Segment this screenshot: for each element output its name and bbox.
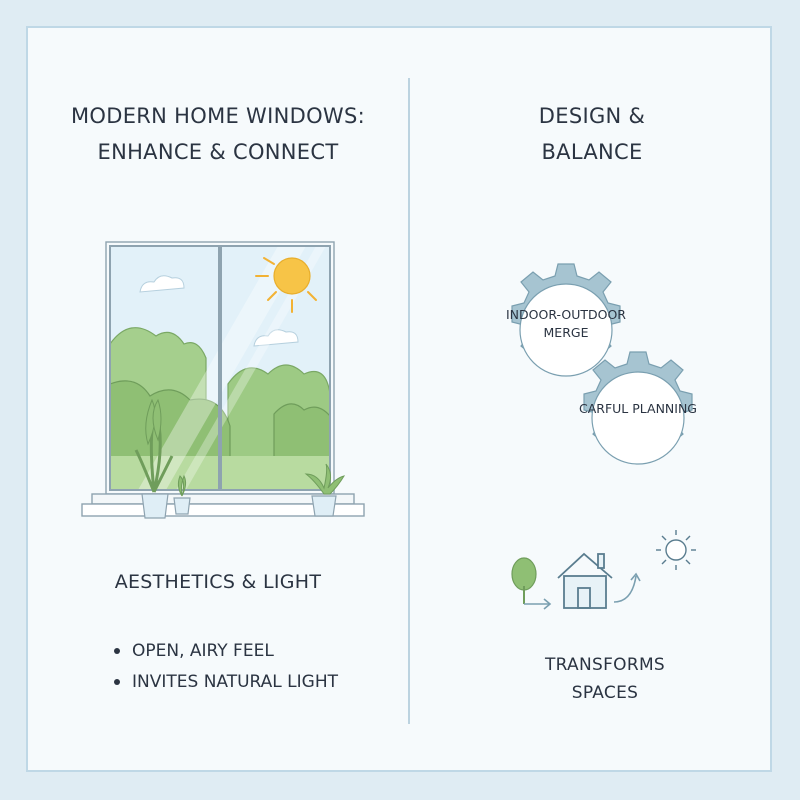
right-title-line2: BALANCE xyxy=(541,140,643,164)
gear-top-line1: INDOOR-OUTDOOR xyxy=(506,307,626,322)
house-flow-illustration xyxy=(511,530,696,610)
plant-pot-icon xyxy=(304,463,346,517)
cloud-icon xyxy=(139,275,299,347)
infographic-panel: MODERN HOME WINDOWS: ENHANCE & CONNECT D… xyxy=(26,26,772,772)
caption-line1: TRANSFORMS xyxy=(544,655,666,675)
gear-top-label: INDOOR-OUTDOOR MERGE xyxy=(494,306,638,342)
gear-top-line2: MERGE xyxy=(543,325,589,340)
plant-pot-icon xyxy=(173,474,191,515)
gear-icon xyxy=(583,351,693,465)
left-title-line2: ENHANCE & CONNECT xyxy=(97,140,339,164)
gear-icon xyxy=(511,263,621,377)
sun-icon xyxy=(656,530,696,570)
gear-bottom-label: CARFUL PLANNING xyxy=(578,401,697,416)
feature-bullet-list: OPEN, AIRY FEEL INVITES NATURAL LIGHT xyxy=(114,636,338,698)
column-divider xyxy=(408,78,410,724)
plant-pot-icon xyxy=(134,398,174,519)
arrow-icon xyxy=(524,598,552,610)
bullet-item: OPEN, AIRY FEEL xyxy=(114,636,338,667)
arrow-icon xyxy=(613,572,641,603)
sun-icon xyxy=(255,257,317,313)
left-title-line1: MODERN HOME WINDOWS: xyxy=(71,104,365,128)
right-title-line1: DESIGN & xyxy=(538,104,646,128)
transforms-caption: TRANSFORMS SPACES xyxy=(410,651,800,707)
bullet-item: INVITES NATURAL LIGHT xyxy=(114,667,338,698)
bullet-text: INVITES NATURAL LIGHT xyxy=(132,672,339,692)
aesthetics-subheading: AESTHETICS & LIGHT xyxy=(114,571,322,593)
caption-line2: SPACES xyxy=(571,683,639,703)
tree-icon xyxy=(511,557,537,604)
house-icon xyxy=(557,552,613,609)
bullet-text: OPEN, AIRY FEEL xyxy=(132,641,274,661)
